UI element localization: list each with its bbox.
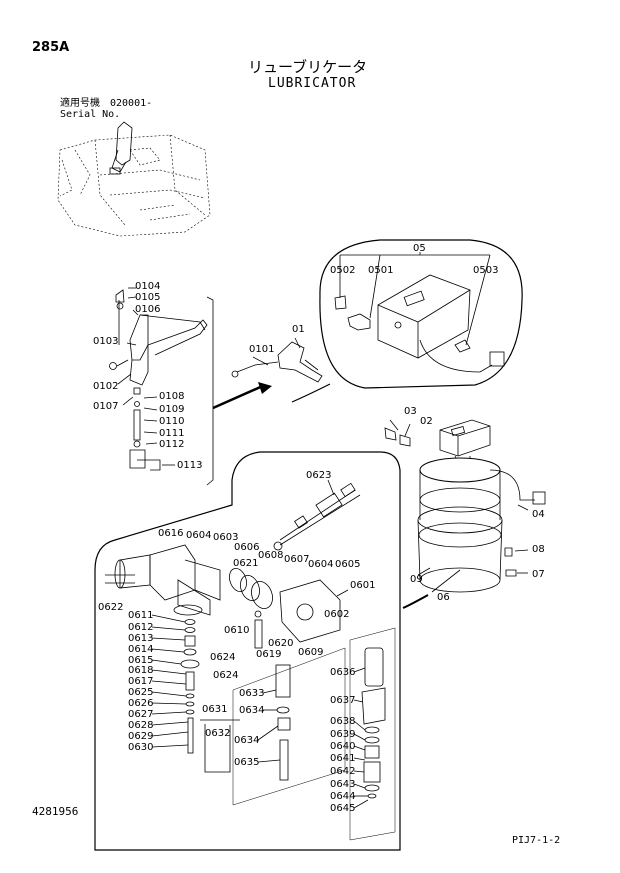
label-0612: 0612	[128, 622, 153, 633]
label-0501: 0501	[368, 265, 393, 276]
label-0642: 0642	[330, 766, 355, 777]
label-0615: 0615	[128, 655, 153, 666]
label-0107: 0107	[93, 401, 118, 412]
label-0621: 0621	[233, 558, 258, 569]
label-0624-b: 0624	[213, 670, 238, 681]
label-0616: 0616	[158, 528, 183, 539]
label-0636: 0636	[330, 667, 355, 678]
label-0622: 0622	[98, 602, 123, 613]
bracket-01	[206, 296, 272, 486]
label-0618: 0618	[128, 665, 153, 676]
label-0614: 0614	[128, 644, 153, 655]
label-0503: 0503	[473, 265, 498, 276]
label-0638: 0638	[330, 716, 355, 727]
label-0620: 0620	[268, 638, 293, 649]
label-0634-a: 0634	[239, 705, 264, 716]
label-0611: 0611	[128, 610, 153, 621]
serial-info: 適用号機 020001- Serial No.	[60, 98, 152, 120]
label-0643: 0643	[330, 779, 355, 790]
label-0106: 0106	[135, 304, 160, 315]
label-0625: 0625	[128, 687, 153, 698]
label-0105: 0105	[135, 292, 160, 303]
leader-lines	[151, 614, 369, 809]
label-0602: 0602	[324, 609, 349, 620]
label-0626: 0626	[128, 698, 153, 709]
label-0632: 0632	[205, 728, 230, 739]
label-0603: 0603	[213, 532, 238, 543]
label-04: 04	[532, 509, 545, 520]
label-0617: 0617	[128, 676, 153, 687]
page-id: 285A	[32, 40, 70, 55]
label-0644: 0644	[330, 791, 355, 802]
label-08: 08	[532, 544, 545, 555]
label-01: 01	[292, 324, 305, 335]
label-0629: 0629	[128, 731, 153, 742]
label-0103: 0103	[93, 336, 118, 347]
label-0645: 0645	[330, 803, 355, 814]
label-0630: 0630	[128, 742, 153, 753]
label-0101: 0101	[249, 344, 274, 355]
page-reference: PIJ7-1-2	[512, 835, 561, 846]
label-07: 07	[532, 569, 545, 580]
label-0609: 0609	[298, 647, 323, 658]
label-0637: 0637	[330, 695, 355, 706]
callout-05	[291, 239, 523, 403]
lever-assembly	[109, 287, 208, 471]
label-0102: 0102	[93, 381, 118, 392]
label-09: 09	[410, 574, 423, 585]
label-02: 02	[420, 416, 433, 427]
label-0627: 0627	[128, 709, 153, 720]
title-japanese: リューブリケータ	[248, 58, 368, 76]
label-0113: 0113	[177, 460, 202, 471]
label-0631: 0631	[202, 704, 227, 715]
serial-japanese: 適用号機 020001-	[60, 98, 153, 109]
lubricator-body	[384, 419, 546, 609]
label-0641: 0641	[330, 753, 355, 764]
label-0111: 0111	[159, 428, 184, 439]
label-0604-b: 0604	[308, 559, 333, 570]
label-0639: 0639	[330, 729, 355, 740]
label-0604-a: 0604	[186, 530, 211, 541]
label-0606: 0606	[234, 542, 259, 553]
label-0633: 0633	[239, 688, 264, 699]
label-0109: 0109	[159, 404, 184, 415]
hose-assembly-01	[231, 337, 323, 383]
label-0640: 0640	[330, 741, 355, 752]
label-0110: 0110	[159, 416, 184, 427]
part-labels: 05 0502 0501 0503 01 0101 0104 0105 0106…	[93, 243, 545, 814]
label-0502: 0502	[330, 265, 355, 276]
label-03: 03	[404, 406, 417, 417]
label-0112: 0112	[159, 439, 184, 450]
label-0607: 0607	[284, 554, 309, 565]
serial-english: Serial No.	[60, 109, 121, 120]
label-0608: 0608	[258, 550, 283, 561]
label-0628: 0628	[128, 720, 153, 731]
label-0624-a: 0624	[210, 652, 235, 663]
label-0108: 0108	[159, 391, 184, 402]
document-number: 4281956	[32, 805, 79, 818]
label-0613: 0613	[128, 633, 153, 644]
label-0619: 0619	[256, 649, 281, 660]
label-0623: 0623	[306, 470, 331, 481]
label-0104: 0104	[135, 281, 160, 292]
label-06: 06	[437, 592, 450, 603]
label-0605: 0605	[335, 559, 360, 570]
label-0634-b: 0634	[234, 735, 259, 746]
title-english: LUBRICATOR	[268, 76, 357, 91]
label-0610: 0610	[224, 625, 249, 636]
label-0635: 0635	[234, 757, 259, 768]
label-0601: 0601	[350, 580, 375, 591]
machine-overview-sketch	[57, 121, 211, 237]
label-05: 05	[413, 243, 426, 254]
